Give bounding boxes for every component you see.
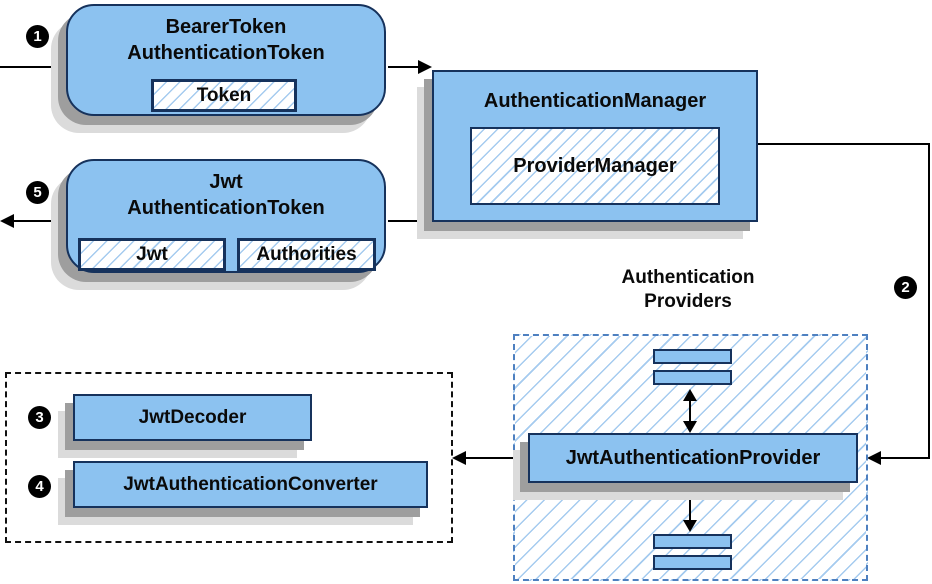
decoder-converter-group <box>5 372 453 543</box>
authentication-providers-label-line1: Authentication <box>621 267 755 288</box>
provider-manager-label: ProviderManager <box>513 154 677 177</box>
double-arrow-bottom-line <box>689 496 691 522</box>
jwt-authentication-provider-label: JwtAuthenticationProvider <box>565 446 821 469</box>
flow-line-into-provider <box>880 457 930 459</box>
jwt-token-title-line2: AuthenticationToken <box>127 197 325 219</box>
jwt-decoder-label: JwtDecoder <box>138 406 247 428</box>
jwt-authentication-converter-label: JwtAuthenticationConverter <box>123 473 378 495</box>
jwt-decoder-node: JwtDecoder <box>73 394 312 441</box>
bearer-token-title-line2: AuthenticationToken <box>127 42 325 64</box>
jwt-authentication-provider-node: JwtAuthenticationProvider <box>528 433 858 483</box>
jwt-token-node-title: Jwt AuthenticationToken <box>68 161 384 221</box>
step-2-badge: 2 <box>894 276 917 299</box>
jwt-field: Jwt <box>78 238 226 271</box>
provider-placeholder-bar <box>653 349 732 364</box>
flow-line-provider-to-decoder-group <box>466 457 513 459</box>
authorities-field: Authorities <box>237 238 376 271</box>
bearer-token-title-line1: BearerToken <box>165 16 287 38</box>
flow-line-manager-right <box>758 143 930 145</box>
token-field: Token <box>151 79 297 112</box>
arrowhead-response-out-icon <box>0 214 14 228</box>
jwt-field-label: Jwt <box>136 243 168 265</box>
double-arrow-top-down-icon <box>683 421 697 433</box>
provider-manager-field: ProviderManager <box>470 127 720 205</box>
flow-line-response-out <box>13 220 67 222</box>
step-1-badge: 1 <box>26 25 49 48</box>
authentication-providers-label: Authentication Providers <box>563 266 813 314</box>
step-3-badge: 3 <box>28 406 51 429</box>
bearer-token-node-title: BearerToken AuthenticationToken <box>68 6 384 66</box>
double-arrow-bottom-up-icon <box>683 487 697 499</box>
step-4-badge: 4 <box>28 475 51 498</box>
arrowhead-into-auth-manager-icon <box>418 60 432 74</box>
double-arrow-top-up-icon <box>683 389 697 401</box>
flow-line-right-down <box>928 143 930 459</box>
token-field-label: Token <box>196 84 252 106</box>
double-arrow-top-line <box>689 398 691 426</box>
flow-line-manager-to-jwt-token <box>388 220 432 222</box>
flow-line-request-in <box>0 66 67 68</box>
arrowhead-into-provider-icon <box>867 451 881 465</box>
jwt-token-title-line1: Jwt <box>209 171 243 193</box>
authentication-providers-label-line2: Providers <box>644 291 732 312</box>
double-arrow-bottom-down-icon <box>683 520 697 532</box>
authentication-manager-title: AuthenticationManager <box>483 90 707 112</box>
step-5-badge: 5 <box>26 181 49 204</box>
flow-line-bearer-to-manager <box>388 66 419 68</box>
provider-placeholder-bar <box>653 370 732 385</box>
provider-placeholder-bar <box>653 555 732 570</box>
provider-placeholder-bar <box>653 534 732 549</box>
arrowhead-into-decoder-group-icon <box>452 451 466 465</box>
authorities-field-label: Authorities <box>256 243 357 265</box>
jwt-authentication-converter-node: JwtAuthenticationConverter <box>73 461 428 508</box>
